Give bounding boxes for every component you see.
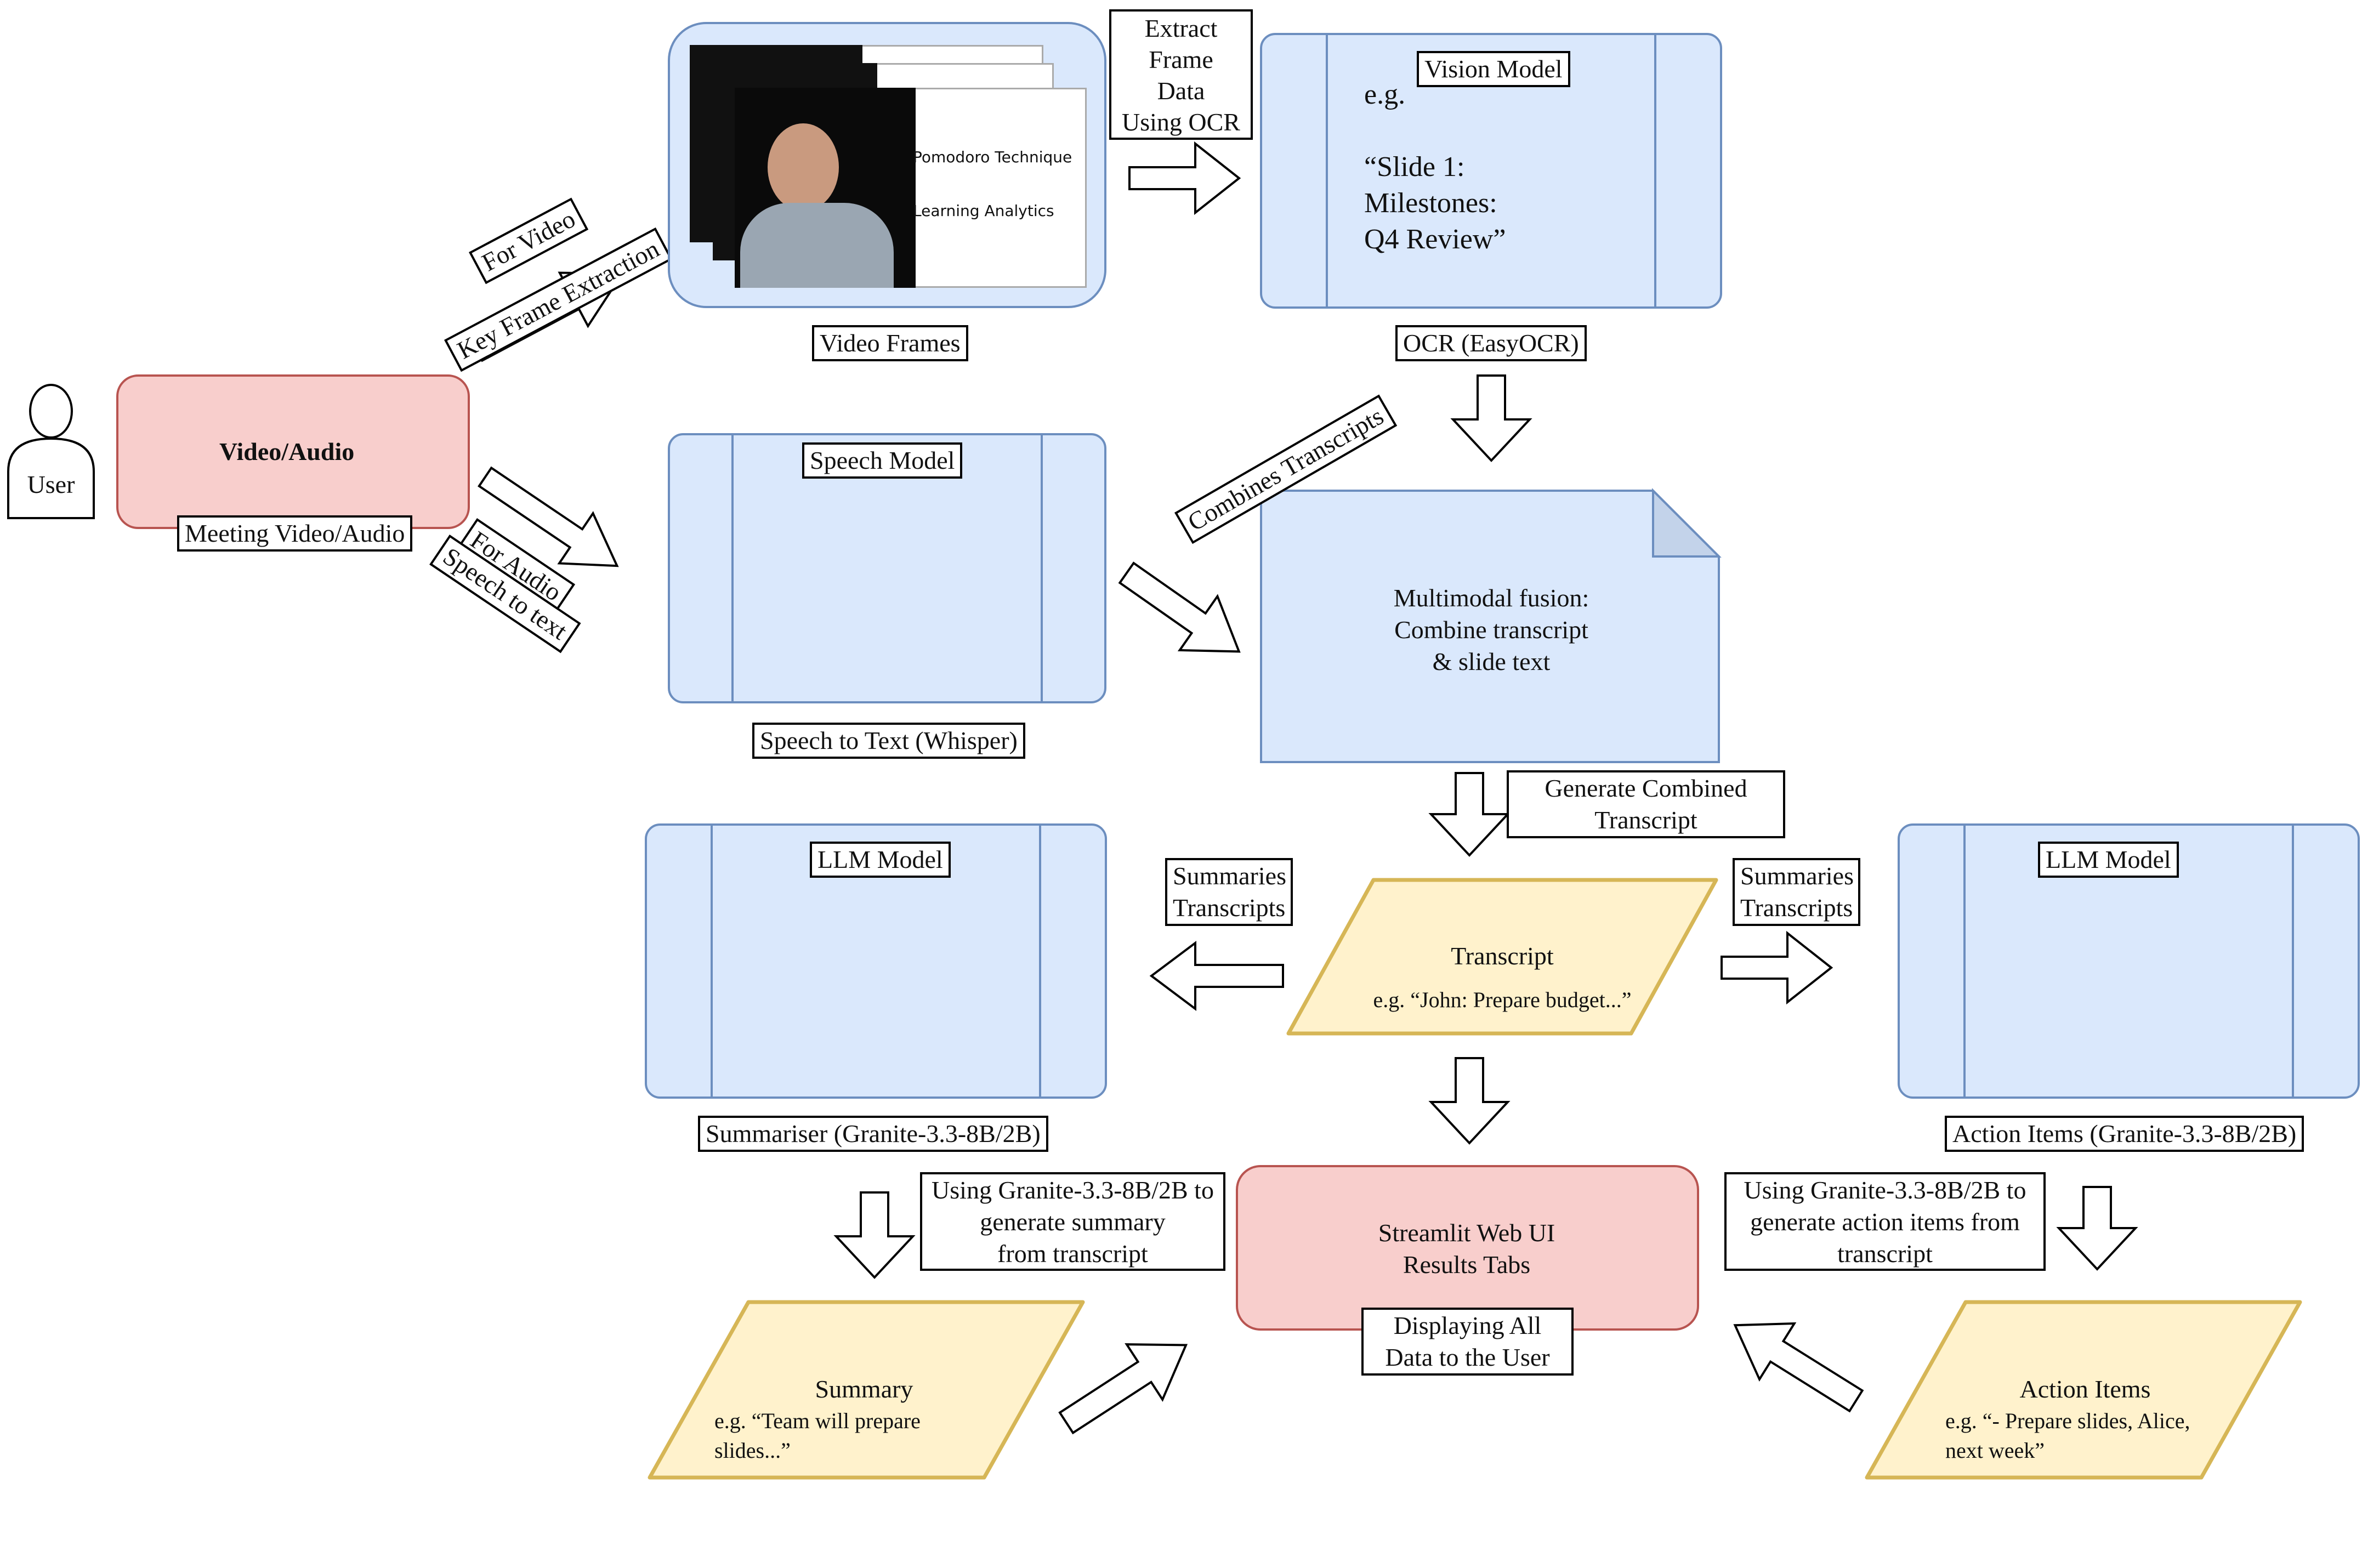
web-ui-node — [1236, 1165, 1699, 1331]
process-stripe — [1039, 826, 1041, 1097]
summary-example-1: e.g. “Team will prepare — [714, 1408, 921, 1433]
display-line-2: Data to the User — [1385, 1343, 1550, 1371]
process-stripe — [731, 435, 734, 701]
action-model-caption: Action Items (Granite-3.3-8B/2B) — [1945, 1116, 2304, 1152]
arrow-speech-to-fusion — [1118, 561, 1241, 653]
action-step-line-2: generate action items from — [1750, 1208, 2020, 1236]
frame-video-area — [735, 88, 916, 288]
input-title: Video/Audio — [219, 438, 355, 465]
arrow-transcript-to-web-ui — [1428, 1057, 1511, 1145]
right-pass-label: Summaries Transcripts — [1733, 858, 1860, 926]
left-pass-line-1: Summaries — [1173, 862, 1286, 890]
fusion-line-2: Combine transcript — [1394, 616, 1588, 644]
web-ui-text: Streamlit Web UI Results Tabs — [1294, 1217, 1639, 1281]
process-stripe — [1041, 435, 1043, 701]
transcript-parallelogram — [1286, 878, 1718, 1036]
action-items-example: e.g. “- Prepare slides, Alice, next week… — [1945, 1406, 2190, 1465]
generate-line-1: Generate Combined — [1545, 774, 1747, 802]
arrow-ocr-to-fusion — [1450, 374, 1532, 462]
arrow-summariser-to-summary — [833, 1191, 916, 1279]
slide-line-1: Pomodoro Technique — [913, 148, 1072, 166]
left-pass-line-2: Transcripts — [1173, 894, 1286, 922]
web-ui-line-1: Streamlit Web UI — [1378, 1219, 1555, 1247]
arrow-summary-to-web-ui — [1058, 1343, 1188, 1435]
left-pass-label: Summaries Transcripts — [1165, 858, 1293, 926]
input-caption: Meeting Video/Audio — [177, 515, 413, 552]
ocr-step-line-1: Extract — [1144, 14, 1218, 42]
presenter-body — [740, 203, 894, 288]
process-stripe — [2292, 826, 2294, 1097]
action-items-parallelogram — [1865, 1300, 2302, 1480]
process-stripe — [1654, 35, 1656, 306]
ocr-step-label: Extract Frame Data Using OCR — [1109, 9, 1253, 140]
vision-model-title: Vision Model — [1417, 51, 1570, 87]
summary-parallelogram — [648, 1300, 1085, 1480]
vision-caption: OCR (EasyOCR) — [1395, 325, 1587, 361]
ocr-step-line-3: Data — [1157, 77, 1205, 105]
input-node — [116, 374, 470, 529]
ocr-step-line-4: Using OCR — [1122, 108, 1240, 136]
summary-example: e.g. “Team will prepare slides...” — [714, 1406, 921, 1465]
process-stripe — [711, 826, 713, 1097]
summariser-title: LLM Model — [810, 842, 951, 878]
summary-example-2: slides...” — [714, 1438, 791, 1463]
user-label: User — [27, 470, 75, 498]
arrow-transcript-to-action-model — [1721, 930, 1833, 1005]
video-frames-caption: Video Frames — [812, 325, 968, 361]
slide-line-2: Learning Analytics — [913, 202, 1054, 220]
vision-example-2: “Slide 1: — [1364, 151, 1465, 183]
summary-step-line-2: generate summary — [980, 1208, 1166, 1236]
right-pass-line-2: Transcripts — [1740, 894, 1853, 922]
vision-example-spacer — [1364, 113, 1506, 149]
action-step-line-3: transcript — [1837, 1240, 1933, 1268]
web-ui-line-2: Results Tabs — [1403, 1251, 1531, 1279]
action-items-title: Action Items — [2019, 1375, 2151, 1403]
speech-caption: Speech to Text (Whisper) — [752, 723, 1025, 759]
arrow-action-model-to-items — [2056, 1186, 2138, 1271]
action-step-line-1: Using Granite-3.3-8B/2B to — [1744, 1176, 2026, 1204]
transcript-title: Transcript — [1451, 942, 1554, 970]
arrow-fusion-to-transcript — [1428, 772, 1511, 857]
fusion-line-1: Multimodal fusion: — [1393, 584, 1589, 612]
ocr-step-line-2: Frame — [1149, 46, 1213, 73]
summary-step-label: Using Granite-3.3-8B/2B to generate summ… — [920, 1172, 1225, 1271]
arrow-transcript-to-summariser — [1149, 941, 1284, 1011]
generate-label: Generate Combined Transcript — [1507, 770, 1785, 838]
action-items-example-2: next week” — [1945, 1438, 2045, 1463]
action-model-title: LLM Model — [2038, 842, 2179, 878]
right-pass-line-1: Summaries — [1740, 862, 1854, 890]
generate-line-2: Transcript — [1594, 806, 1697, 834]
action-step-label: Using Granite-3.3-8B/2B to generate acti… — [1724, 1172, 2046, 1271]
vision-example-1: e.g. — [1364, 79, 1406, 110]
summary-title: Summary — [815, 1375, 913, 1403]
summariser-caption: Summariser (Granite-3.3-8B/2B) — [698, 1116, 1048, 1152]
vision-example-4: Q4 Review” — [1364, 224, 1506, 255]
presenter-image — [768, 123, 839, 211]
summary-step-line-3: from transcript — [997, 1240, 1148, 1268]
arrow-to-speech-model — [478, 466, 619, 567]
action-items-example-1: e.g. “- Prepare slides, Alice, — [1945, 1408, 2190, 1433]
vision-example: e.g. “Slide 1: Milestones: Q4 Review” — [1364, 77, 1506, 258]
process-stripe — [1963, 826, 1966, 1097]
arrow-to-vision-model — [1128, 141, 1241, 215]
arrow-action-items-to-web-ui — [1733, 1322, 1864, 1413]
display-line-1: Displaying All — [1393, 1311, 1542, 1339]
user-icon — [7, 384, 95, 519]
fusion-line-3: & slide text — [1432, 647, 1551, 675]
process-stripe — [1326, 35, 1328, 306]
vision-example-3: Milestones: — [1364, 188, 1497, 219]
display-label: Displaying All Data to the User — [1361, 1308, 1574, 1376]
fusion-document — [1260, 488, 1722, 763]
fusion-text: Multimodal fusion: Combine transcript & … — [1316, 582, 1667, 678]
transcript-example: e.g. “John: Prepare budget...” — [1373, 987, 1632, 1012]
summary-step-line-1: Using Granite-3.3-8B/2B to — [932, 1176, 1214, 1204]
speech-model-title: Speech Model — [802, 442, 963, 479]
